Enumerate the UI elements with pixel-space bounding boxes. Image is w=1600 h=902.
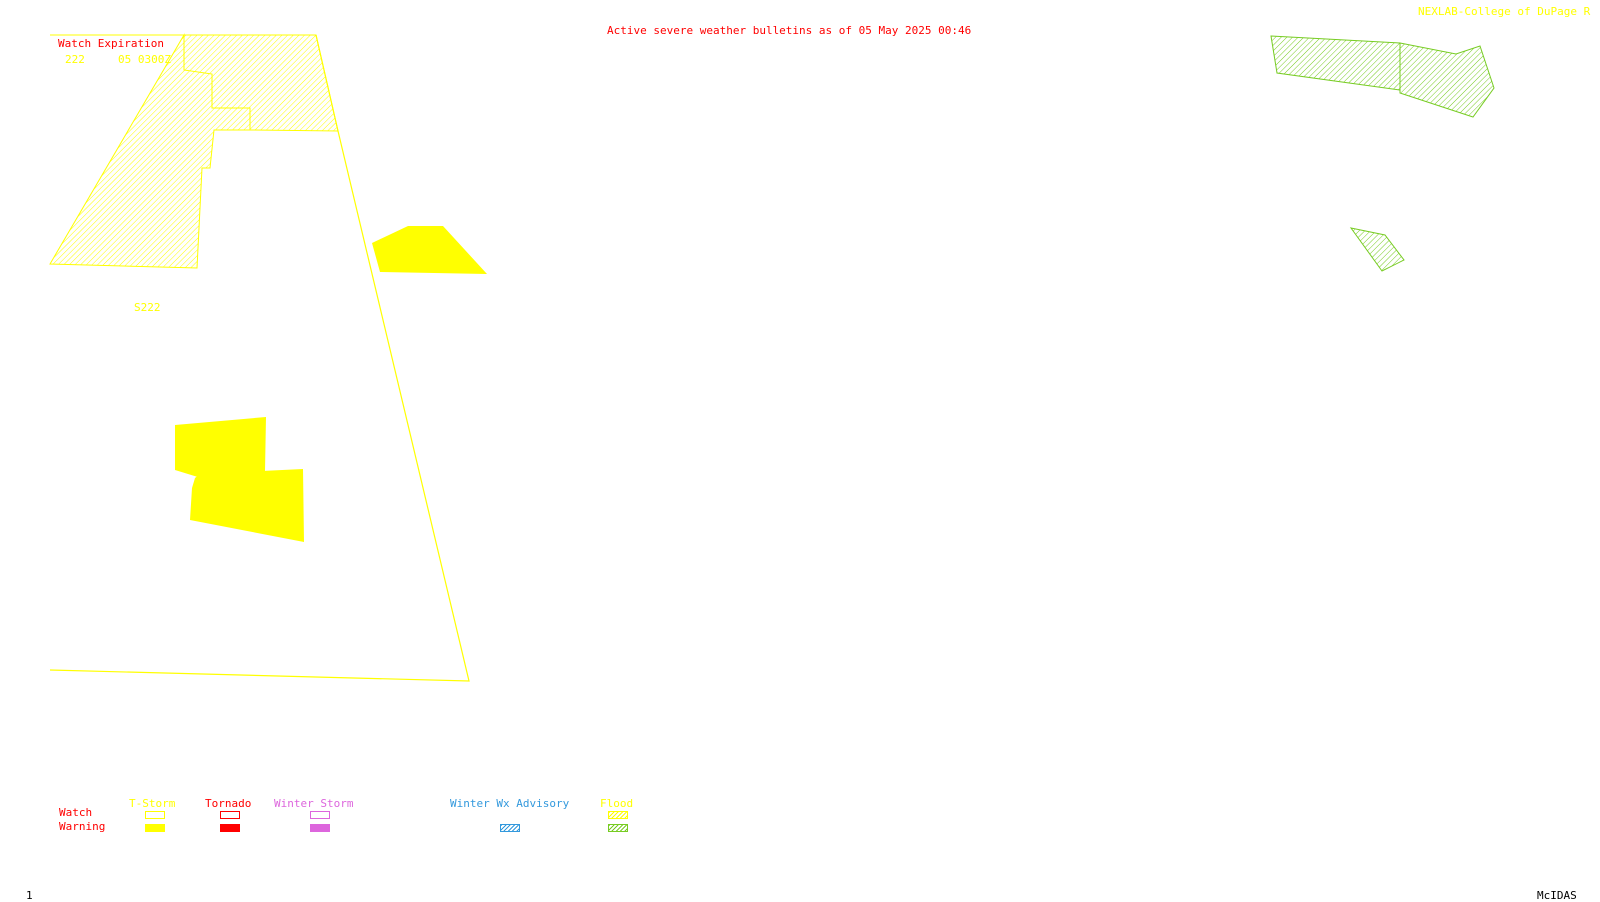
- tstorm-warning-1: [372, 226, 487, 274]
- legend-swatch-winter-storm-watch: [310, 811, 330, 819]
- legend-swatch-winter-wx-advisory: [500, 824, 520, 832]
- legend-swatch-tstorm-watch: [145, 811, 165, 819]
- watch-expiration-row: 222 05 0300Z: [65, 53, 171, 66]
- legend-swatch-tstorm-warning: [145, 824, 165, 832]
- legend-head-winter-wx-advisory: Winter Wx Advisory: [450, 797, 570, 810]
- legend-swatch-winter-storm-warning: [310, 824, 330, 832]
- flood-watch-area: [49, 33, 339, 269]
- legend-head-winter-storm: Winter Storm: [274, 797, 354, 810]
- bulletin-title: Active severe weather bulletins as of 05…: [607, 24, 972, 37]
- tstorm-warning-2: [175, 417, 266, 478]
- legend-head-tstorm: T-Storm: [129, 797, 176, 810]
- legend-head-flood: Flood: [600, 797, 634, 810]
- frame-number: 1: [26, 889, 33, 902]
- legend-swatch-flood-watch: [608, 811, 628, 819]
- watch-expiry-time: 05 0300Z: [118, 53, 171, 66]
- flood-warning-1: [1270, 35, 1401, 91]
- software-label: McIDAS: [1537, 889, 1577, 902]
- legend-swatch-flood-warning: [608, 824, 628, 832]
- legend-row-watch: Watch: [59, 806, 93, 819]
- source-credit: NEXLAB-College of DuPage R: [1418, 5, 1591, 18]
- flood-warning-2: [1399, 42, 1495, 118]
- legend-row-warning: Warning: [59, 820, 106, 833]
- legend-head-tornado: Tornado: [205, 797, 252, 810]
- watch-expiration-heading: Watch Expiration: [58, 37, 164, 50]
- legend-swatch-tornado-watch: [220, 811, 240, 819]
- tstorm-watch-outline: [49, 34, 470, 682]
- legend-swatch-tornado-warning: [220, 824, 240, 832]
- watch-number: 222: [65, 53, 85, 66]
- tstorm-warning-3: [190, 469, 304, 542]
- watch-polygon-label: S222: [134, 301, 161, 314]
- flood-warning-3: [1349, 227, 1405, 272]
